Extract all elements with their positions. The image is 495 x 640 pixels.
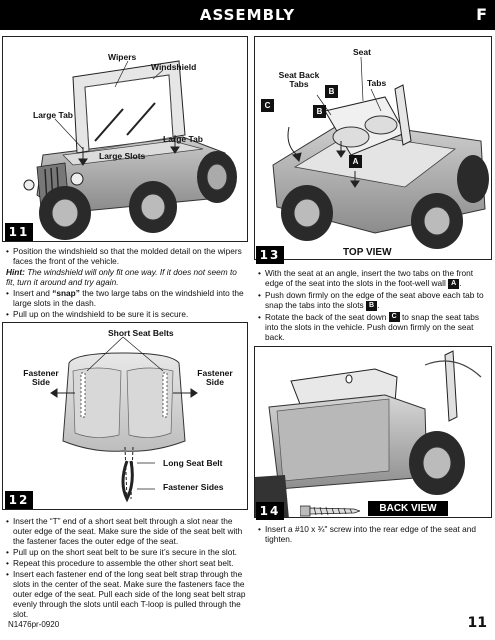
label-fastener-sides: Fastener Sides — [163, 482, 224, 492]
label-seat-back-tabs: Seat Back Tabs — [278, 70, 320, 89]
step-11-bullet-2: Insert and “snap” the two large tabs on … — [6, 288, 246, 308]
step-13-bullet-1-text: With the seat at an angle, insert the tw… — [265, 268, 474, 288]
step-11-illustration: Wipers Windshield Large Tab Large Tab La… — [2, 36, 248, 242]
label-large-slots: Large Slots — [99, 151, 146, 161]
badge-a: A — [349, 155, 362, 168]
label-tabs: Tabs — [367, 78, 387, 88]
jeep-back-drawing — [255, 350, 482, 517]
step-13-bullet-1: With the seat at an angle, insert the tw… — [258, 268, 490, 289]
step-number-12: 12 — [5, 491, 33, 509]
label-large-tab-right: Large Tab — [163, 134, 203, 144]
step-11-instructions: Position the windshield so that the mold… — [6, 246, 246, 320]
top-view-label: TOP VIEW — [343, 247, 392, 258]
step-13-bullet-2-end: . — [377, 299, 380, 310]
label-fastener-side-right: Fastener Side — [197, 368, 233, 387]
step-13-bullet-3-end: to snap the seat tabs into the slots in … — [265, 311, 480, 343]
section-title: ASSEMBLY — [199, 6, 296, 24]
seat-belt-drawing — [50, 336, 198, 503]
step-13-bullet-2-text: Push down firmly on the edge of the seat… — [265, 289, 484, 310]
label-large-tab-left: Large Tab — [33, 110, 73, 120]
step-11-bullet-2-pre: Insert and — [13, 288, 53, 298]
hint-text: The windshield will only fit one way. If… — [6, 267, 237, 287]
label-long-seat-belt: Long Seat Belt — [163, 458, 223, 468]
section-header: ASSEMBLY F — [0, 0, 495, 30]
step-13-bullet-1-end: . — [459, 278, 462, 288]
step-12-bullet-2: Pull up on the short seat belt to be sur… — [6, 547, 246, 557]
badge-c: C — [261, 99, 274, 112]
wheel-front-left — [39, 186, 91, 240]
step-12-bullet-3: Repeat this procedure to assemble the ot… — [6, 558, 246, 568]
step-13-bullet-3-text: Rotate the back of the seat down — [265, 311, 389, 322]
screw-icon — [300, 505, 360, 517]
section-letter: F — [476, 5, 487, 24]
step-12-instructions: Insert the “T” end of a short seat belt … — [6, 516, 246, 620]
label-wipers: Wipers — [108, 52, 137, 62]
step-11-hint: Hint: The windshield will only fit one w… — [6, 267, 246, 287]
step-13-illustration: Seat Back Tabs Seat Tabs B B C A — [254, 36, 492, 260]
step-13-bullet-3: Rotate the back of the seat down C to sn… — [258, 312, 490, 343]
inline-badge-c: C — [388, 312, 400, 323]
step-12-bullet-1: Insert the “T” end of a short seat belt … — [6, 516, 246, 546]
jeep-windshield-drawing — [23, 60, 237, 240]
step-13-bullet-2: Push down firmly on the edge of the seat… — [258, 290, 490, 311]
step-14-bullet-1: Insert a #10 x ¾" screw into the rear ed… — [258, 524, 490, 544]
footer-page-number: 11 — [467, 615, 487, 631]
step-12-illustration: Short Seat Belts Fastener Side Fastener … — [2, 322, 248, 510]
step-11-bullet-2-snap: “snap” — [52, 288, 80, 298]
badge-b-top: B — [325, 85, 338, 98]
step-11-bullet-3: Pull up on the windshield to be sure it … — [6, 309, 246, 319]
label-fastener-side-left: Fastener Side — [23, 368, 59, 387]
hint-label: Hint: — [6, 267, 25, 277]
label-windshield: Windshield — [151, 62, 197, 72]
inline-badge-a: A — [448, 278, 460, 289]
step-12-bullet-4: Insert each fastener end of the long sea… — [6, 569, 246, 619]
label-short-seat-belts: Short Seat Belts — [108, 328, 174, 338]
step-number-13: 13 — [256, 246, 284, 264]
step-number-11: 11 — [5, 223, 33, 241]
step-number-14: 14 — [256, 502, 284, 520]
inline-badge-b: B — [366, 300, 378, 311]
label-seat: Seat — [353, 47, 371, 57]
step-11-bullet-2-post: the two large tabs on the windshield int… — [13, 288, 244, 308]
badge-b-bottom: B — [313, 105, 326, 118]
back-view-label: BACK VIEW — [368, 501, 448, 516]
step-13-instructions: With the seat at an angle, insert the tw… — [258, 268, 490, 343]
step-14-instructions: Insert a #10 x ¾" screw into the rear ed… — [258, 524, 490, 545]
jeep-seat-drawing — [272, 56, 489, 249]
footer-product-code: N1476pr-0920 — [8, 620, 60, 629]
step-14-illustration — [254, 346, 492, 518]
step-11-bullet-1: Position the windshield so that the mold… — [6, 246, 246, 266]
